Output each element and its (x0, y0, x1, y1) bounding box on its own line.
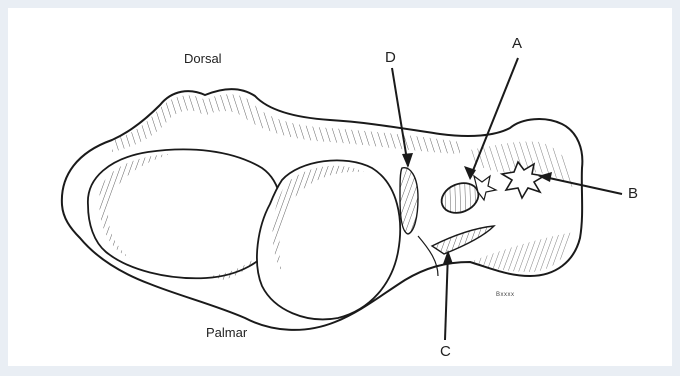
label-c: C (440, 344, 451, 359)
groove-d (400, 168, 418, 234)
label-d: D (385, 50, 396, 65)
label-palmar: Palmar (206, 326, 247, 339)
label-b: B (628, 186, 638, 201)
label-dorsal: Dorsal (184, 52, 222, 65)
artist-signature: Bxxxx (496, 292, 515, 298)
label-a: A (512, 36, 522, 51)
left-articular-facet (88, 149, 281, 278)
